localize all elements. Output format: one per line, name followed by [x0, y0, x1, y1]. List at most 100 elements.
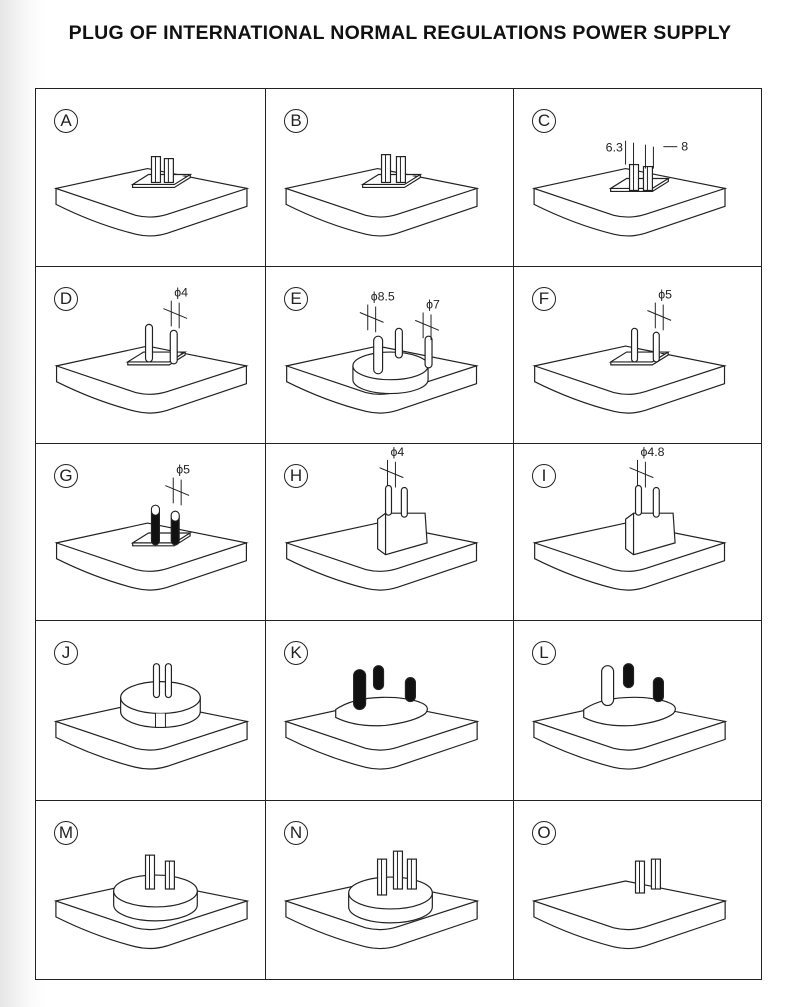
dimension-label: ϕ7 — [426, 298, 440, 312]
pin — [353, 669, 367, 711]
plug-cell-m: M — [36, 801, 266, 979]
plug-label: J — [54, 641, 78, 665]
plug-drawing: ϕ4 — [284, 445, 479, 591]
adapter-body — [54, 522, 249, 591]
dimension-mark: ϕ8.5 — [359, 290, 395, 333]
pin — [152, 663, 161, 699]
plug-drawing — [531, 858, 728, 950]
plug-label: E — [284, 287, 308, 311]
plug-label: C — [532, 109, 556, 133]
plug-drawing — [283, 850, 480, 950]
plug-drawing: ϕ5 — [532, 288, 727, 414]
pin — [424, 335, 433, 369]
plug-label: M — [54, 821, 78, 845]
adapter-body — [532, 345, 727, 414]
flat-blade — [642, 165, 654, 192]
plug-label: N — [284, 821, 308, 845]
plug-drawing: ϕ4.8 — [532, 445, 727, 591]
adapter-body — [283, 167, 480, 237]
dimension-label: ϕ5 — [658, 288, 672, 302]
dimension-mark: ϕ5 — [165, 463, 190, 506]
plug-plate — [360, 173, 423, 189]
plug-label: A — [54, 109, 78, 133]
dimension-mark — [625, 140, 678, 169]
plug-drawing — [53, 854, 250, 950]
plug-drawing — [53, 156, 250, 237]
dimension-mark: ϕ7 — [415, 298, 440, 341]
pin — [652, 331, 660, 363]
round-base — [348, 876, 433, 924]
pin — [622, 663, 635, 689]
round-base — [113, 874, 198, 922]
plug-drawing — [283, 665, 480, 770]
plug-drawing — [531, 663, 728, 770]
pin — [634, 484, 643, 516]
plug-label: K — [284, 641, 308, 665]
pin — [372, 665, 385, 691]
plug-cell-j: J — [36, 621, 266, 801]
plug-label: F — [532, 287, 556, 311]
plug-cell-l: L — [514, 621, 761, 801]
plug-cell-e: ϕ8.5 ϕ7 E — [266, 267, 514, 444]
dimension-label: ϕ8.5 — [371, 290, 395, 304]
plug-label: B — [284, 109, 308, 133]
plug-drawing — [53, 663, 250, 770]
plug-cell-d: ϕ4 D — [36, 267, 266, 444]
dimension-mark: ϕ4 — [163, 286, 188, 329]
dimension-label: ϕ4.8 — [640, 445, 664, 459]
dimension-mark: ϕ4 — [379, 445, 404, 488]
flat-blade — [634, 860, 646, 894]
pin — [400, 486, 408, 518]
flat-blade — [650, 858, 662, 890]
pin — [404, 677, 416, 703]
plug-cell-o: O — [514, 801, 761, 979]
pin — [630, 327, 639, 363]
plug-cell-n: N — [266, 801, 514, 979]
plug-cell-k: K — [266, 621, 514, 801]
dimension-label: ϕ5 — [176, 463, 190, 477]
dimension-label: ϕ4 — [390, 445, 404, 459]
plug-cell-f: ϕ5 F — [514, 267, 761, 444]
pin — [601, 665, 615, 707]
plug-label: D — [54, 287, 78, 311]
plug-cell-g: ϕ5 G — [36, 444, 266, 621]
plug-label: H — [284, 464, 308, 488]
pin — [394, 327, 403, 359]
round-base — [120, 681, 201, 729]
plug-block — [625, 512, 676, 556]
pin — [652, 677, 664, 703]
dimension-label: 8 — [681, 140, 688, 154]
dimension-label: 6.3 — [606, 141, 623, 155]
dimension-mark: ϕ5 — [647, 288, 672, 331]
adapter-body — [531, 167, 728, 237]
plug-plate — [130, 173, 193, 189]
dimension-mark: ϕ4.8 — [629, 445, 665, 488]
plug-drawing: ϕ4 — [54, 286, 249, 414]
round-base — [352, 351, 429, 395]
pin — [652, 486, 660, 518]
plug-label: O — [532, 821, 556, 845]
plug-cell-a: A — [36, 89, 266, 267]
plug-label: I — [532, 464, 556, 488]
plug-drawing: ϕ8.5 ϕ7 — [284, 290, 479, 414]
plug-cell-b: B — [266, 89, 514, 267]
plug-label: G — [54, 464, 78, 488]
plug-drawing — [283, 154, 480, 237]
plug-label: L — [532, 641, 556, 665]
page-title: PLUG OF INTERNATIONAL NORMAL REGULATIONS… — [68, 22, 732, 44]
adapter-body — [53, 167, 250, 237]
pin — [169, 329, 178, 365]
pin — [384, 484, 393, 516]
pin — [373, 335, 384, 375]
pin — [144, 323, 154, 363]
adapter-body — [54, 345, 249, 414]
plug-drawing: ϕ5 — [54, 463, 249, 591]
adapter-body — [531, 880, 728, 950]
dimension-label: ϕ4 — [174, 286, 188, 300]
pin — [164, 663, 173, 699]
